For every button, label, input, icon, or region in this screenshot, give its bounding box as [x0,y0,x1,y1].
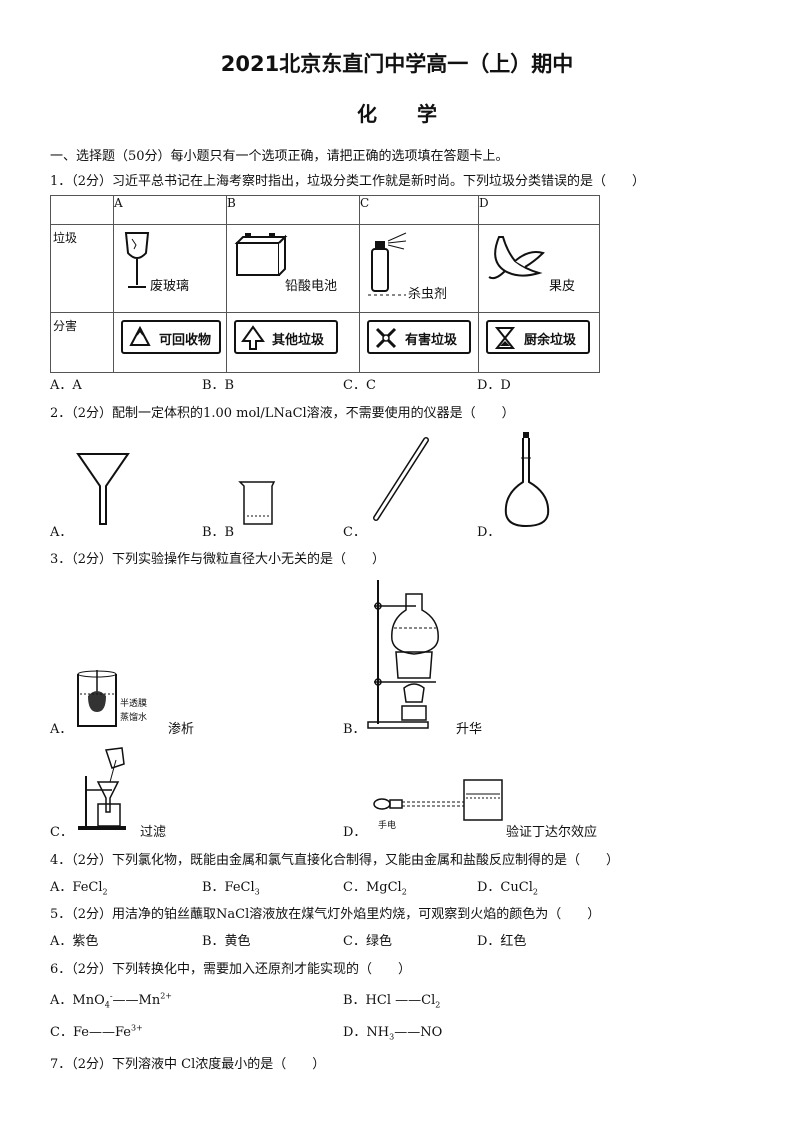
q6-option-b[interactable]: B．HCl ——Cl2 [343,993,441,1010]
badge-recyclable: 可回收物 [113,312,227,373]
q4-option-b[interactable]: B．FeCl3 [202,880,260,897]
row-label-garbage: 垃圾 [50,224,114,313]
glass-rod-icon [373,437,429,521]
question-1-stem: 1．（2分）习近平总书记在上海考察时指出，垃圾分类工作就是新时尚。下列垃圾分类错… [50,174,646,189]
q3-option-b[interactable]: B． [343,722,366,737]
q2-option-c[interactable]: C． [343,525,366,540]
item-pesticide: 杀虫剂 [359,224,479,313]
question-3-stem: 3．（2分）下列实验操作与微粒直径大小无关的是（ ） [50,552,386,567]
banana-peel-icon [488,236,545,280]
col-c: C [359,195,479,225]
q1-option-a[interactable]: A．A [50,378,82,393]
q1-option-c[interactable]: C．C [343,378,376,393]
q6-option-d[interactable]: D．NH3——NO [343,1025,443,1042]
q6-option-c[interactable]: C．Fe——Fe3+ [50,1023,143,1040]
hazard-cross-icon [375,327,397,349]
beaker-icon [238,481,276,525]
q3-c-text: 过滤 [140,825,167,840]
col-b: B [226,195,360,225]
tree-icon [241,325,265,350]
q3-d-text: 验证丁达尔效应 [506,825,598,840]
membrane-label: 半透膜 [120,699,148,709]
spray-bottle-icon [368,232,407,296]
q3-a-text: 渗析 [168,722,195,737]
q5-option-d[interactable]: D．红色 [477,934,527,949]
row-label-category: 分害 [50,312,114,373]
sorting-table: A B C D 垃圾 废玻璃 铅酸电池 [50,195,600,373]
q3-option-d[interactable]: D． [343,825,367,840]
question-5-stem: 5．（2分）用洁净的铂丝蘸取NaCl溶液放在煤气灯外焰里灼烧，可观察到火焰的颜色… [50,907,601,922]
dialysis-apparatus-icon [77,670,117,727]
tyndall-apparatus-icon [373,779,503,821]
q4-option-c[interactable]: C．MgCl2 [343,880,407,897]
question-4-stem: 4．（2分）下列氯化物，既能由金属和氯气直接化合制得，又能由金属和盐酸反应制得的… [50,853,620,868]
item-peel: 果皮 [478,224,600,313]
col-a: A [113,195,227,225]
funnel-icon [76,453,130,525]
question-2-stem: 2．（2分）配制一定体积的1.00 mol/LNaCl溶液，不需要使用的仪器是（… [50,406,515,421]
flashlight-label: 手电 [378,821,397,831]
subject-title: 化学 [357,102,477,126]
q4-option-d[interactable]: D．CuCl2 [477,880,538,897]
volumetric-flask-icon [504,432,550,528]
q2-option-b[interactable]: B．B [202,525,235,540]
q3-b-text: 升华 [456,722,483,737]
q2-option-d[interactable]: D． [477,525,501,540]
col-d: D [478,195,600,225]
q1-option-d[interactable]: D．D [477,378,511,393]
question-6-stem: 6．（2分）下列转换化中，需要加入还原剂才能实现的（ ） [50,962,412,977]
q1-option-b[interactable]: B．B [202,378,235,393]
badge-other: 其他垃圾 [226,312,360,373]
q2-option-a[interactable]: A． [50,525,73,540]
q6-option-a[interactable]: A．MnO4-——Mn2+ [50,991,173,1010]
q3-option-a[interactable]: A． [50,722,73,737]
wine-glass-icon [124,232,150,288]
q5-option-c[interactable]: C．绿色 [343,934,392,949]
water-label: 蒸馏水 [120,713,148,723]
question-7-stem: 7．（2分）下列溶液中 Cl浓度最小的是（ ） [50,1057,326,1072]
page-title: 2021北京东直门中学高一（上）期中 [220,52,574,76]
q4-option-a[interactable]: A．FeCl2 [50,880,108,897]
hourglass-icon [494,327,516,349]
sublimation-apparatus-icon [367,580,439,729]
badge-kitchen: 厨余垃圾 [478,312,600,373]
q3-option-c[interactable]: C． [50,825,73,840]
item-glass: 废玻璃 [113,224,227,313]
item-battery: 铅酸电池 [226,224,360,313]
section-heading: 一、选择题（50分）每小题只有一个选项正确，请把正确的选项填在答题卡上。 [50,149,509,164]
filtration-apparatus-icon [78,747,126,830]
q5-option-b[interactable]: B．黄色 [202,934,251,949]
badge-hazardous: 有害垃圾 [359,312,479,373]
q5-option-a[interactable]: A．紫色 [50,934,99,949]
battery-icon [234,233,288,276]
recycle-icon [129,325,151,346]
